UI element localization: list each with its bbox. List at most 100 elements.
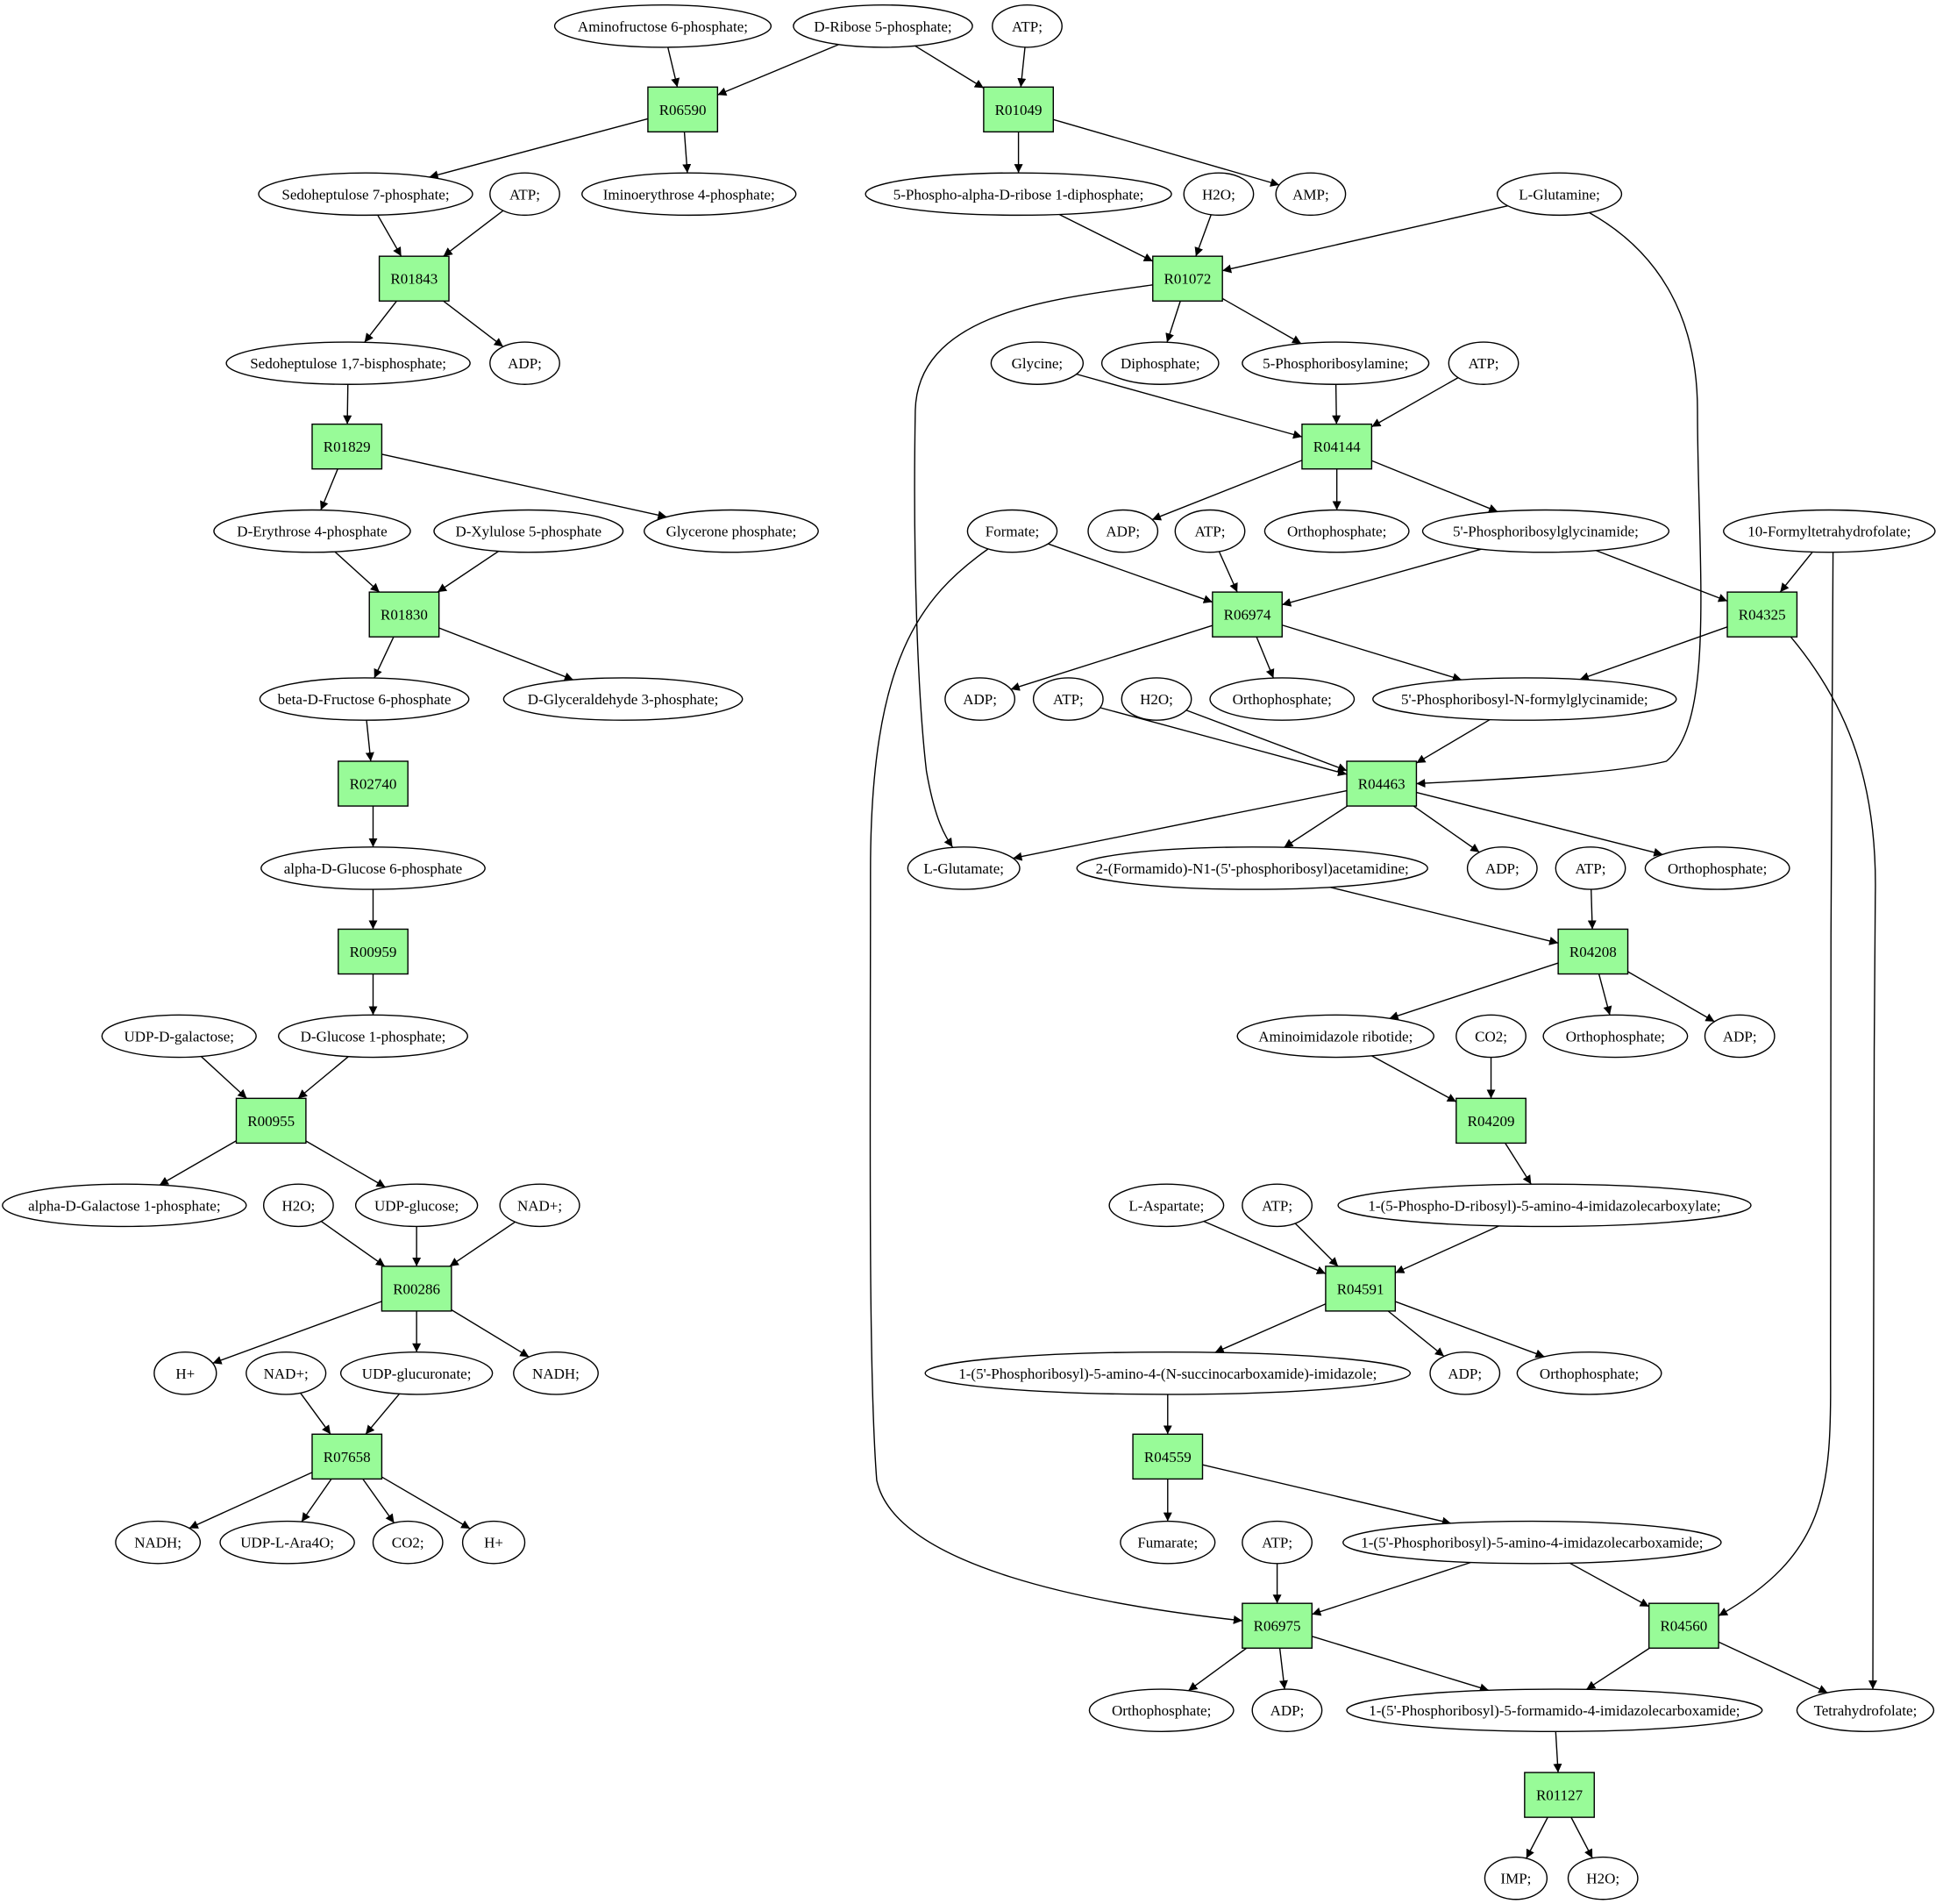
reaction-node-r04209[interactable]: R04209 (1455, 1097, 1527, 1145)
reaction-node-r06975[interactable]: R06975 (1242, 1602, 1313, 1649)
reaction-node-r04144[interactable]: R04144 (1301, 423, 1373, 470)
compound-node-erythrose4p[interactable]: D-Erythrose 4-phosphate (213, 509, 411, 553)
reaction-node-r01830[interactable]: R01830 (368, 591, 440, 638)
compound-node-xylulose5p[interactable]: D-Xylulose 5-phosphate (433, 509, 624, 553)
compound-node-sedo17bp[interactable]: Sedoheptulose 1,7-bisphosphate; (225, 341, 471, 385)
compound-node-amp[interactable]: AMP; (1275, 172, 1347, 217)
compound-node-orthophosphate-r06975[interactable]: Orthophosphate; (1088, 1688, 1235, 1732)
compound-node-glutamine[interactable]: L-Glutamine; (1496, 172, 1623, 217)
compound-node-iminoerythrose4p[interactable]: Iminoerythrose 4-phosphate; (581, 172, 797, 217)
compound-node-nadh-r00286[interactable]: NADH; (513, 1351, 599, 1395)
compound-node-adp-r06975[interactable]: ADP; (1251, 1688, 1323, 1732)
compound-node-ga3p[interactable]: D-Glyceraldehyde 3-phosphate; (502, 677, 744, 721)
compound-node-atp-r06975[interactable]: ATP; (1242, 1520, 1313, 1565)
compound-node-orthophosphate-r06974[interactable]: Orthophosphate; (1209, 677, 1356, 721)
compound-node-glutamate[interactable]: L-Glutamate; (907, 846, 1021, 890)
reaction-node-r01072[interactable]: R01072 (1152, 255, 1223, 302)
reaction-node-r04325[interactable]: R04325 (1726, 591, 1798, 638)
reaction-node-r01127[interactable]: R01127 (1524, 1772, 1595, 1818)
reaction-node-r04559[interactable]: R04559 (1132, 1433, 1204, 1480)
compound-node-atp-r04463[interactable]: ATP; (1032, 677, 1104, 721)
compound-node-10fthf[interactable]: 10-Formyltetrahydrofolate; (1723, 509, 1936, 553)
compound-node-co2-r04209[interactable]: CO2; (1455, 1014, 1527, 1059)
compound-node-atp-r01843[interactable]: ATP; (489, 172, 560, 217)
compound-node-pra[interactable]: 5-Phosphoribosylamine; (1242, 341, 1430, 385)
compound-shape (153, 1351, 217, 1395)
compound-node-glycine[interactable]: Glycine; (990, 341, 1085, 385)
compound-node-fgar[interactable]: 5'-Phosphoribosyl-N-formylglycinamide; (1372, 677, 1677, 721)
compound-node-formate[interactable]: Formate; (966, 509, 1058, 553)
compound-node-udp-galactose[interactable]: UDP-D-galactose; (101, 1014, 257, 1059)
compound-node-h-r07658[interactable]: H+ (461, 1520, 526, 1565)
compound-node-nadh-r07658[interactable]: NADH; (115, 1520, 202, 1565)
compound-node-adp-r04208[interactable]: ADP; (1704, 1014, 1776, 1059)
compound-node-nad-r00286[interactable]: NAD+; (499, 1183, 580, 1228)
compound-node-orthophosphate-r04463[interactable]: Orthophosphate; (1644, 846, 1790, 890)
compound-node-cair[interactable]: 1-(5-Phospho-D-ribosyl)-5-amino-4-imidaz… (1337, 1183, 1752, 1228)
compound-node-orthophosphate-r04144[interactable]: Orthophosphate; (1263, 509, 1410, 553)
compound-node-h2o-r04463[interactable]: H2O; (1121, 677, 1192, 721)
compound-node-air[interactable]: Aminoimidazole ribotide; (1236, 1014, 1434, 1059)
reaction-node-r06974[interactable]: R06974 (1212, 591, 1283, 638)
edge-r01829-to-c-erythrose4p (320, 468, 338, 510)
compound-node-adp-r01843[interactable]: ADP; (489, 341, 560, 385)
compound-node-saicar[interactable]: 1-(5'-Phosphoribosyl)-5-amino-4-(N-succi… (924, 1351, 1412, 1395)
compound-node-orthophosphate-r04591[interactable]: Orthophosphate; (1516, 1351, 1662, 1395)
compound-node-imp[interactable]: IMP; (1484, 1856, 1548, 1900)
compound-node-udp-ara4o[interactable]: UDP-L-Ara4O; (219, 1520, 355, 1565)
compound-node-co2-r07658[interactable]: CO2; (372, 1520, 444, 1565)
compound-node-h2o-r01072[interactable]: H2O; (1183, 172, 1255, 217)
compound-node-adp-r06974[interactable]: ADP; (944, 677, 1016, 721)
compound-node-adp-r04463[interactable]: ADP; (1466, 846, 1538, 890)
compound-label: AMP; (1292, 186, 1329, 203)
compound-node-fructose6p[interactable]: beta-D-Fructose 6-phosphate (259, 677, 470, 721)
reaction-node-r06590[interactable]: R06590 (647, 86, 719, 133)
compound-node-ribose5p[interactable]: D-Ribose 5-phosphate; (793, 4, 973, 48)
compound-node-h2o-r00286[interactable]: H2O; (262, 1183, 334, 1228)
reaction-node-r02740[interactable]: R02740 (338, 760, 409, 807)
compound-node-gar[interactable]: 5'-Phosphoribosylglycinamide; (1421, 509, 1670, 553)
compound-node-atp-top[interactable]: ATP; (992, 4, 1063, 48)
compound-node-udp-glucuronate[interactable]: UDP-glucuronate; (339, 1351, 494, 1395)
reaction-node-r00955[interactable]: R00955 (235, 1097, 307, 1145)
compound-node-nad-r07658[interactable]: NAD+; (246, 1351, 327, 1395)
compound-node-adp-r04144[interactable]: ADP; (1087, 509, 1159, 553)
compound-node-thf[interactable]: Tetrahydrofolate; (1796, 1688, 1935, 1732)
compound-node-atp-r04591[interactable]: ATP; (1242, 1183, 1313, 1228)
compound-node-fgam[interactable]: 2-(Formamido)-N1-(5'-phosphoribosyl)acet… (1076, 846, 1428, 890)
compound-node-adp-r04591[interactable]: ADP; (1429, 1351, 1501, 1395)
reaction-node-r00959[interactable]: R00959 (338, 928, 409, 975)
compound-node-atp-r06974[interactable]: ATP; (1174, 509, 1246, 553)
reaction-node-r04591[interactable]: R04591 (1325, 1266, 1397, 1312)
compound-node-sedo7p[interactable]: Sedoheptulose 7-phosphate; (258, 172, 473, 217)
compound-node-glycerone-p[interactable]: Glycerone phosphate; (643, 509, 819, 553)
compound-node-aicar[interactable]: 1-(5'-Phosphoribosyl)-5-amino-4-imidazol… (1342, 1520, 1722, 1565)
compound-node-fumarate[interactable]: Fumarate; (1120, 1520, 1216, 1565)
compound-node-atp-r04144[interactable]: ATP; (1448, 341, 1519, 385)
compound-node-diphosphate[interactable]: Diphosphate; (1100, 341, 1220, 385)
compound-shape (1455, 1014, 1527, 1059)
compound-node-orthophosphate-r04208[interactable]: Orthophosphate; (1542, 1014, 1689, 1059)
reaction-node-r01829[interactable]: R01829 (311, 423, 383, 470)
compound-node-galactose1p[interactable]: alpha-D-Galactose 1-phosphate; (2, 1183, 247, 1228)
compound-node-glucose6p[interactable]: alpha-D-Glucose 6-phosphate (260, 846, 486, 890)
compound-node-aspartate[interactable]: L-Aspartate; (1108, 1183, 1225, 1228)
reaction-node-r01049[interactable]: R01049 (983, 86, 1055, 133)
compound-node-faicar[interactable]: 1-(5'-Phosphoribosyl)-5-formamido-4-imid… (1346, 1688, 1763, 1732)
reaction-node-r07658[interactable]: R07658 (311, 1433, 383, 1480)
compound-label: ATP; (1262, 1197, 1292, 1214)
compound-node-udp-glucose[interactable]: UDP-glucose; (354, 1183, 479, 1228)
compound-node-h2o-r01127[interactable]: H2O; (1567, 1856, 1639, 1900)
reaction-label: R06975 (1254, 1618, 1301, 1635)
compound-node-atp-r04208[interactable]: ATP; (1555, 846, 1626, 890)
compound-node-prpp[interactable]: 5-Phospho-alpha-D-ribose 1-diphosphate; (865, 172, 1172, 217)
reaction-node-r01843[interactable]: R01843 (378, 255, 450, 302)
compound-node-glucose1p[interactable]: D-Glucose 1-phosphate; (277, 1014, 468, 1059)
compound-node-h-r00286[interactable]: H+ (153, 1351, 217, 1395)
reaction-node-r04463[interactable]: R04463 (1346, 760, 1418, 807)
edge-r06975-to-c-adp-r06975 (1278, 1648, 1288, 1690)
reaction-node-r00286[interactable]: R00286 (381, 1266, 452, 1312)
reaction-node-r04560[interactable]: R04560 (1648, 1602, 1719, 1649)
compound-node-aminofructose6p[interactable]: Aminofructose 6-phosphate; (553, 4, 772, 48)
reaction-node-r04208[interactable]: R04208 (1557, 928, 1629, 975)
